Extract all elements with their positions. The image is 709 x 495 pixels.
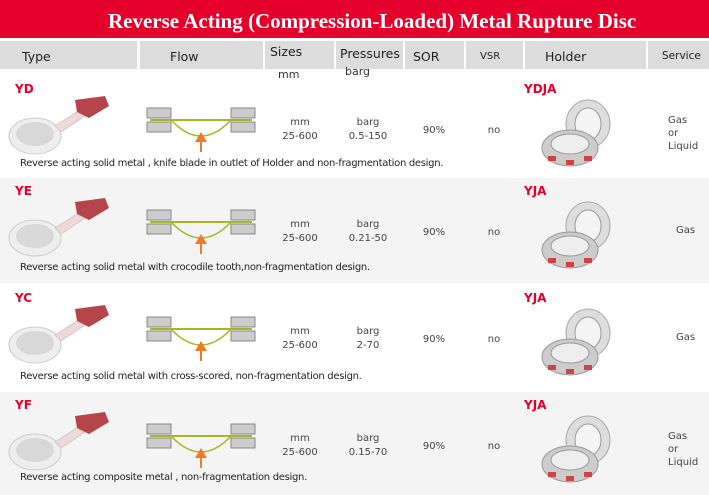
type-code: YD [15, 82, 34, 96]
pressure-range: 0.5-150 [348, 131, 388, 142]
flow-diagram [146, 107, 256, 152]
header-type: Type [0, 41, 137, 69]
header-vsr: VSR [466, 41, 523, 69]
description: Reverse acting solid metal , knife blade… [20, 158, 444, 169]
holder-code: YJA [524, 398, 547, 412]
type-code: YC [15, 291, 33, 305]
pressure-range: 2-70 [356, 340, 380, 351]
holder-image [541, 201, 611, 269]
pressure-unit: barg [356, 117, 380, 128]
table-row: YD mm 25-600 barg 0.5-150 90% no YDJA Gas o… [0, 76, 709, 178]
flow-diagram [146, 209, 256, 254]
service-line: Liquid [668, 457, 699, 468]
type-code: YF [15, 398, 32, 412]
service-line: Gas [676, 332, 696, 343]
sor-value: 90% [422, 441, 446, 452]
service-line: Gas [668, 115, 688, 126]
size-unit: mm [290, 326, 310, 337]
size-range: 25-600 [282, 447, 318, 458]
page-title: Reverse Acting (Compression-Loaded) Meta… [0, 0, 709, 38]
header-sor: SOR [405, 41, 464, 69]
pressure-unit: barg [356, 326, 380, 337]
pressure-unit: barg [356, 433, 380, 444]
size-range: 25-600 [282, 233, 318, 244]
holder-code: YJA [524, 291, 547, 305]
pressure-range: 0.15-70 [348, 447, 388, 458]
table-row: YF mm 25-600 barg 0.15-70 90% no YJA Gas or… [0, 392, 709, 495]
sor-value: 90% [422, 227, 446, 238]
holder-code: YDJA [524, 82, 557, 96]
header-flow: Flow [140, 41, 263, 69]
description: Reverse acting composite metal , non-fra… [20, 472, 307, 483]
holder-code: YJA [524, 184, 547, 198]
sor-value: 90% [422, 125, 446, 136]
size-range: 25-600 [282, 340, 318, 351]
size-range: 25-600 [282, 131, 318, 142]
service-line: Liquid [668, 141, 699, 152]
service-line: or [668, 444, 679, 455]
size-unit: mm [290, 433, 310, 444]
vsr-value: no [487, 334, 501, 345]
header-pressures: Pressures [336, 41, 403, 69]
service-line: Gas [676, 225, 696, 236]
table-row: YE mm 25-600 barg 0.21-50 90% no YJA Gas R… [0, 178, 709, 283]
description: Reverse acting solid metal with crocodil… [20, 262, 370, 273]
holder-image [541, 415, 611, 483]
header-service: Service [648, 41, 709, 69]
service-line: Gas [668, 431, 688, 442]
size-unit: mm [290, 117, 310, 128]
rupture-disc-image [8, 305, 109, 364]
vsr-value: no [487, 125, 501, 136]
pressure-unit: barg [356, 219, 380, 230]
pressure-range: 0.21-50 [348, 233, 388, 244]
type-code: YE [15, 184, 32, 198]
flow-diagram [146, 423, 256, 468]
rupture-disc-image [8, 198, 109, 257]
size-unit: mm [290, 219, 310, 230]
sizes-unit: mm [278, 68, 300, 81]
service-value: Gas [676, 331, 695, 344]
service-value: Gas [676, 224, 695, 237]
service-line: or [668, 128, 679, 139]
header-sizes: Sizes [265, 41, 334, 69]
sor-value: 90% [422, 334, 446, 345]
description: Reverse acting solid metal with cross-sc… [20, 371, 362, 382]
header-holder: Holder [525, 41, 646, 69]
holder-image [541, 308, 611, 376]
table-row: YC mm 25-600 barg 2-70 90% no YJA Gas Reve… [0, 285, 709, 392]
rupture-disc-image [8, 96, 109, 155]
flow-diagram [146, 316, 256, 361]
rupture-disc-image [8, 412, 109, 471]
holder-image [541, 99, 611, 167]
vsr-value: no [487, 441, 501, 452]
vsr-value: no [487, 227, 501, 238]
pressures-unit: barg [345, 65, 371, 78]
